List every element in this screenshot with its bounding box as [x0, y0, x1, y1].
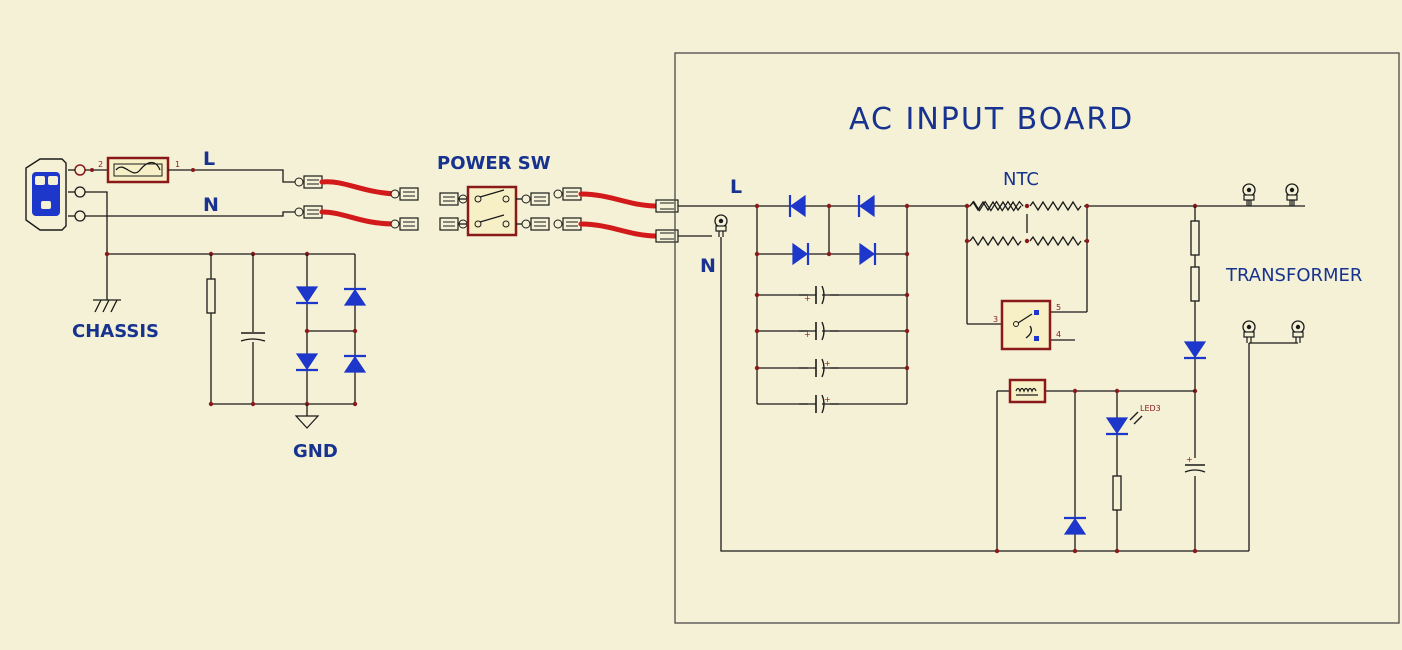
fuse: 2 1 [85, 156, 195, 184]
svg-text:+: + [804, 294, 811, 303]
protection-network [93, 251, 368, 429]
label-ntc: NTC [1003, 169, 1039, 190]
label-l-input: L [203, 148, 215, 170]
power-switch [439, 185, 679, 243]
board-frame [674, 52, 1400, 624]
label-led: LED3 [1140, 404, 1161, 413]
relay-pin-3: 3 [993, 315, 998, 324]
label-n-board: N [700, 255, 716, 277]
label-l-board: L [730, 176, 742, 198]
label-power-sw: POWER SW [437, 153, 551, 174]
board-title: AC INPUT BOARD [849, 102, 1134, 137]
board-wiring: + + + + 3 5 4 [678, 183, 1305, 554]
label-chassis: CHASSIS [72, 321, 159, 342]
label-n-input: N [203, 194, 219, 216]
relay-pin-5: 5 [1056, 303, 1061, 312]
svg-text:+: + [1186, 455, 1193, 464]
ac-inlet [25, 158, 86, 231]
input-wiring [85, 169, 419, 254]
svg-text:+: + [824, 395, 831, 404]
label-transformer: TRANSFORMER [1225, 265, 1362, 286]
relay [1000, 299, 1052, 351]
relay-pin-4: 4 [1056, 330, 1061, 339]
svg-text:+: + [804, 330, 811, 339]
fuse-pin-1: 1 [175, 160, 180, 169]
label-gnd: GND [293, 441, 338, 462]
svg-text:+: + [824, 359, 831, 368]
fuse-pin-2: 2 [98, 160, 103, 169]
